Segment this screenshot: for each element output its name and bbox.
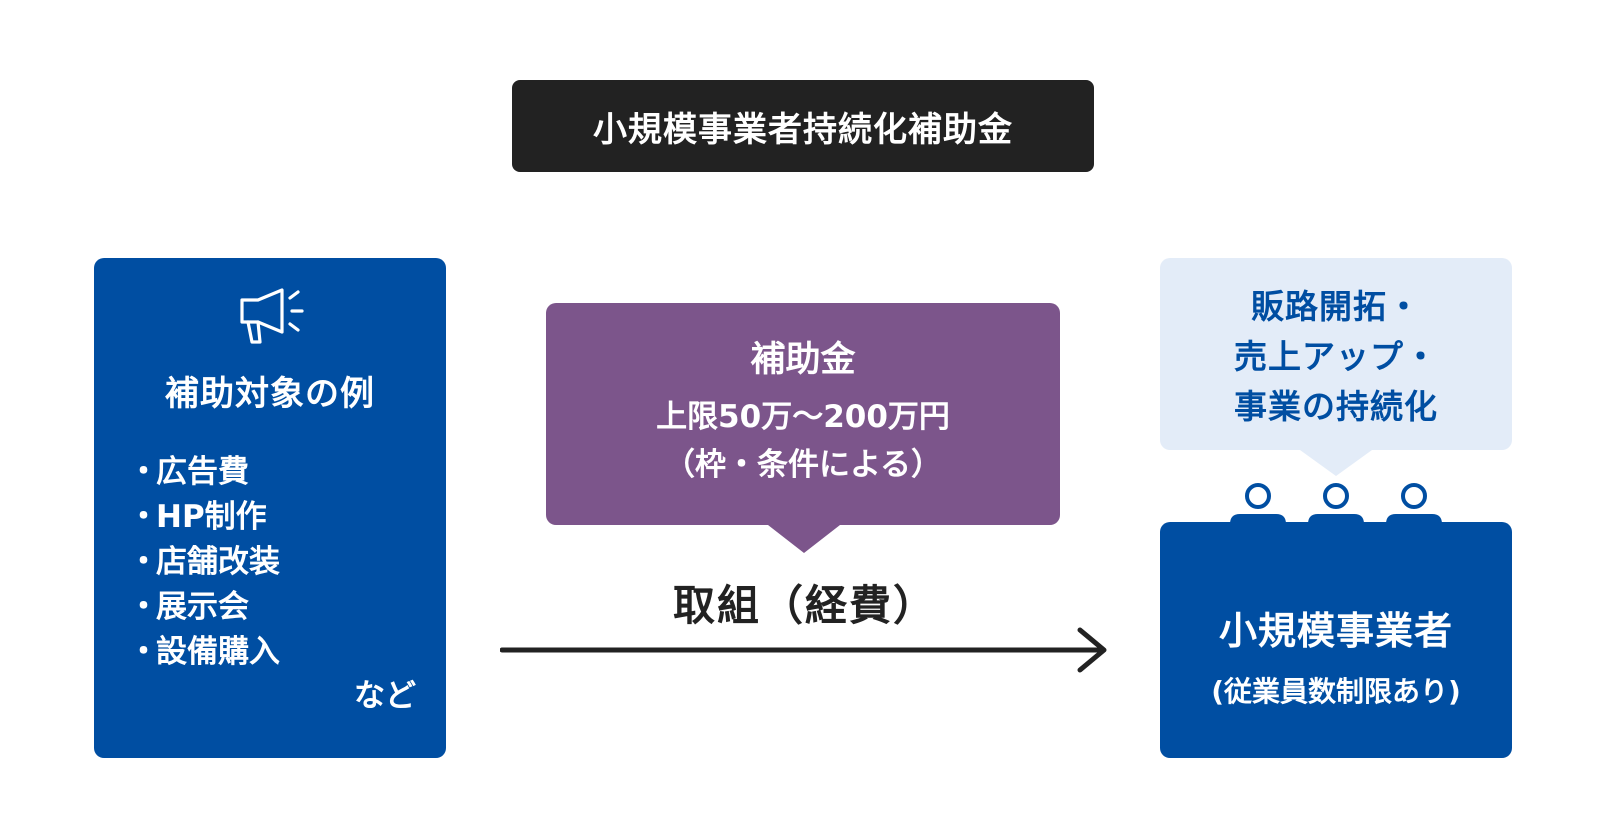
list-item: ・店舗改装 bbox=[128, 540, 280, 585]
examples-list: ・広告費 ・HP制作 ・店舗改装 ・展示会 ・設備購入 bbox=[128, 450, 280, 675]
flow-label: 取組（経費） bbox=[672, 581, 937, 630]
subsidy-callout-tail bbox=[768, 525, 840, 553]
list-item-label: 広告費 bbox=[156, 454, 249, 490]
small-business-subtitle: (従業員数制限あり) bbox=[1211, 675, 1461, 708]
list-item-label: 設備購入 bbox=[156, 634, 280, 670]
list-item: ・展示会 bbox=[128, 585, 280, 630]
outcome-bubble: 販路開拓・ 売上アップ・ 事業の持続化 bbox=[1160, 258, 1512, 450]
right-arrow-icon bbox=[500, 627, 1107, 673]
outcome-line: 売上アップ・ bbox=[1234, 337, 1438, 376]
bullet: ・ bbox=[128, 499, 159, 535]
bullet: ・ bbox=[128, 634, 159, 670]
bullet: ・ bbox=[128, 544, 159, 580]
list-item: ・設備購入 bbox=[128, 630, 280, 675]
examples-heading: 補助対象の例 bbox=[165, 374, 375, 414]
small-business-title: 小規模事業者 bbox=[1218, 609, 1453, 653]
subsidy-amount: 上限50万〜200万円 bbox=[656, 399, 950, 435]
bullet: ・ bbox=[128, 589, 159, 625]
outcome-line: 販路開拓・ bbox=[1251, 287, 1421, 326]
title-banner: 小規模事業者持続化補助金 bbox=[512, 80, 1094, 172]
list-item: ・広告費 bbox=[128, 450, 280, 495]
subsidy-examples-panel: 補助対象の例 ・広告費 ・HP制作 ・店舗改装 ・展示会 ・設備購入 など bbox=[94, 258, 446, 758]
list-item-label: 店舗改装 bbox=[156, 544, 280, 580]
list-item-label: HP制作 bbox=[156, 499, 267, 535]
megaphone-icon bbox=[240, 288, 304, 344]
examples-etc: など bbox=[354, 678, 416, 714]
small-business-panel: 小規模事業者 (従業員数制限あり) bbox=[1160, 522, 1512, 758]
list-item-label: 展示会 bbox=[156, 589, 249, 625]
outcome-bubble-tail bbox=[1300, 450, 1372, 476]
outcome-line: 事業の持続化 bbox=[1234, 387, 1438, 426]
subsidy-title: 補助金 bbox=[750, 340, 856, 380]
subsidy-callout: 補助金 上限50万〜200万円 （枠・条件による） bbox=[546, 303, 1060, 525]
list-item: ・HP制作 bbox=[128, 495, 280, 540]
bullet: ・ bbox=[128, 454, 159, 490]
page-title: 小規模事業者持続化補助金 bbox=[593, 109, 1013, 150]
subsidy-condition: （枠・条件による） bbox=[663, 447, 943, 483]
